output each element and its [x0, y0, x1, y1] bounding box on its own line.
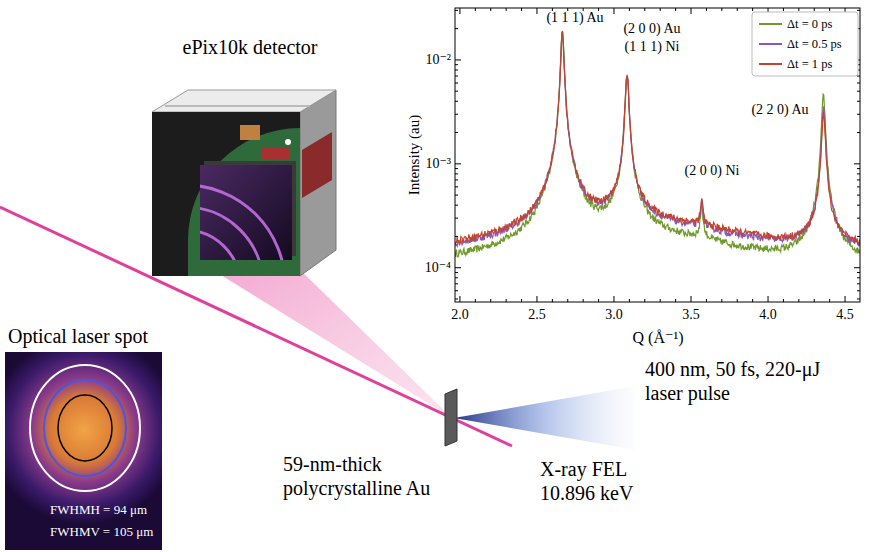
image-title: Optical laser spot	[8, 324, 148, 348]
legend-swatch	[759, 63, 782, 65]
tick-label: 3.0	[605, 307, 623, 324]
legend-label: Δt = 0 ps	[787, 17, 832, 32]
diffraction-cone	[200, 262, 452, 418]
tick-label: 10⁻³	[425, 155, 451, 172]
intensity-curve	[455, 31, 860, 246]
beam-label: 400 nm, 50 fs, 220-μJ laser pulse	[645, 357, 823, 405]
measurement-label: FWHMV = 105 μm	[50, 524, 153, 540]
peak-label: (2 0 0) Ni	[685, 163, 740, 180]
peak-label: (2 0 0) Au	[623, 21, 680, 38]
laser-cone	[454, 386, 636, 450]
tick-label: 10⁻⁴	[425, 259, 451, 276]
axis-title: Q (Å⁻¹)	[632, 328, 683, 347]
plot-frame	[455, 8, 860, 302]
tick-label: 2.0	[451, 307, 469, 324]
legend-swatch	[759, 43, 782, 45]
tick-label: 4.5	[836, 307, 854, 324]
intensity-curve	[455, 31, 860, 244]
tick-label: 2.5	[528, 307, 546, 324]
legend-box	[752, 12, 858, 76]
legend-label: Δt = 1 ps	[787, 57, 832, 72]
legend-label: Δt = 0.5 ps	[787, 37, 842, 52]
tick-label: 4.0	[759, 307, 777, 324]
detector-label: ePix10k detector	[183, 35, 318, 59]
legend-swatch	[759, 23, 782, 25]
sample-label: 59-nm-thick polycrystalline Au	[283, 452, 453, 500]
axis-ticks	[455, 8, 860, 302]
peak-label: (1 1 1) Ni	[625, 39, 680, 56]
peak-label: (2 2 0) Au	[751, 102, 808, 119]
beam-label: X-ray FEL 10.896 keV	[540, 457, 660, 505]
axis-title: Intensity (au)	[405, 115, 423, 195]
tick-label: 3.5	[682, 307, 700, 324]
tick-label: 10⁻²	[425, 52, 451, 69]
measurement-label: FWHMH = 94 μm	[50, 502, 147, 518]
laser-spot-image	[5, 352, 162, 550]
sample-film	[445, 389, 457, 446]
peak-label: (1 1 1) Au	[546, 10, 603, 27]
diffraction-plot	[455, 8, 860, 302]
